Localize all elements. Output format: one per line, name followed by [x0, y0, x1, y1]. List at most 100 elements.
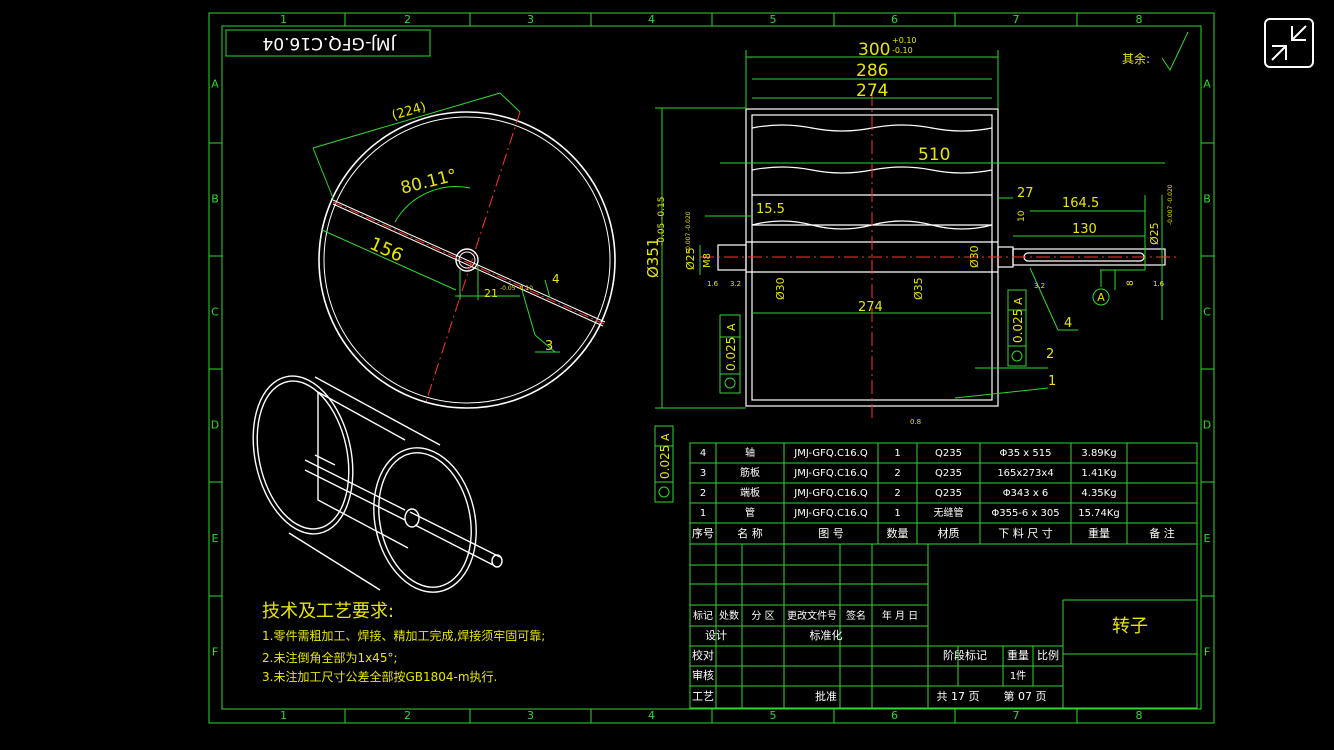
- roughness-08: 0.8: [910, 418, 921, 426]
- bom-cell-r1-c2: JMJ-GFQ.C16.Q: [793, 468, 868, 479]
- dia-25-left: Ø25: [684, 247, 697, 270]
- rev-header-0: 标记: [693, 610, 713, 622]
- runout-left-value: 0.025: [724, 337, 738, 371]
- grid-row-right-D: D: [1203, 419, 1211, 432]
- grid-row-right-A: A: [1203, 78, 1211, 91]
- tech-requirement-1: 1.零件需粗加工、焊接、精加工完成,焊接须牢固可靠;: [262, 628, 545, 643]
- grid-col-bottom-5: 5: [770, 709, 777, 722]
- tech-requirements-title: 技术及工艺要求:: [262, 601, 394, 622]
- balloon-4-end: 4: [552, 272, 560, 286]
- dia-30-right: Ø30: [968, 245, 981, 268]
- bom-cell-r0-c0: 4: [700, 448, 706, 459]
- bom-header-0: 序号: [692, 526, 714, 540]
- grid-row-left-C: C: [211, 306, 219, 319]
- grid-col-bottom-8: 8: [1136, 709, 1143, 722]
- bom-cell-r0-c4: Q235: [935, 448, 962, 459]
- roughness-32-right: 3.2: [1034, 282, 1045, 290]
- label-review: 审核: [692, 668, 714, 682]
- dia-351: Ø351: [644, 238, 662, 278]
- bom-cell-r2-c2: JMJ-GFQ.C16.Q: [793, 488, 868, 499]
- bom-header-6: 重量: [1088, 526, 1110, 540]
- roughness-16-left: 1.6: [707, 280, 719, 288]
- dim-15-5: 15.5: [756, 202, 785, 217]
- label-stage-mark: 阶段标记: [943, 648, 987, 662]
- bom-cell-r2-c5: Φ343 x 6: [1003, 488, 1049, 499]
- bom-cell-r2-c4: Q235: [935, 488, 962, 499]
- grid-col-bottom-7: 7: [1013, 709, 1020, 722]
- thread-m8: M8: [702, 253, 713, 268]
- dim-164-5: 164.5: [1062, 196, 1099, 211]
- grid-row-right-F: F: [1204, 646, 1210, 659]
- dia-30-left: Ø30: [774, 277, 787, 300]
- bom-cell-r1-c6: 1.41Kg: [1081, 468, 1116, 479]
- rev-header-2: 分 区: [751, 610, 774, 622]
- label-check: 校对: [692, 648, 714, 662]
- grid-row-right-C: C: [1203, 306, 1211, 319]
- bom-cell-r3-c5: Φ355-6 x 305: [991, 508, 1059, 519]
- balloon-1: 1: [1048, 374, 1056, 389]
- quantity-value: 1件: [1010, 670, 1026, 682]
- bom-cell-r3-c6: 15.74Kg: [1078, 508, 1120, 519]
- dim-300-tol-upper: +0.10: [892, 36, 917, 45]
- bom-cell-r3-c1: 管: [745, 506, 755, 519]
- bom-cell-r2-c1: 端板: [740, 486, 760, 499]
- grid-col-bottom-2: 2: [404, 709, 411, 722]
- isometric-view: [252, 375, 503, 593]
- dia-25-left-tol: -0.007 -0.020: [685, 211, 692, 252]
- dim-286: 286: [856, 61, 888, 81]
- drawing-frame: [208, 12, 1215, 724]
- label-scale: 比例: [1037, 648, 1059, 662]
- grid-col-top-3: 3: [527, 13, 534, 26]
- title-block: 标记处数分 区更改文件号签名年 月 日设计标准化校对审核工艺批准阶段标记重量比例…: [689, 543, 1198, 709]
- grid-col-top-6: 6: [891, 13, 898, 26]
- grid-row-right-E: E: [1204, 532, 1211, 545]
- bom-cell-r0-c6: 3.89Kg: [1081, 448, 1116, 459]
- grid-row-left-B: B: [211, 193, 219, 206]
- bom-cell-r1-c5: 165x273x4: [997, 468, 1053, 479]
- dim-27: 27: [1017, 186, 1034, 201]
- grid-row-right-B: B: [1203, 193, 1211, 206]
- bom-header-5: 下 料 尺 寸: [998, 526, 1053, 540]
- label-standardize: 标准化: [810, 628, 843, 642]
- bom-cell-r0-c1: 轴: [745, 446, 755, 459]
- drawing-number: JMJ-GFQ.C16.04: [262, 33, 396, 53]
- rev-header-5: 年 月 日: [882, 609, 918, 622]
- label-process: 工艺: [692, 690, 714, 703]
- grid-col-bottom-6: 6: [891, 709, 898, 722]
- bom-header-7: 备 注: [1149, 526, 1175, 540]
- dim-21: 21: [484, 287, 498, 300]
- grid-row-left-F: F: [212, 646, 218, 659]
- grid-col-bottom-3: 3: [527, 709, 534, 722]
- grid-col-top-8: 8: [1136, 13, 1143, 26]
- rev-header-1: 处数: [719, 609, 739, 622]
- bom-cell-r0-c2: JMJ-GFQ.C16.Q: [793, 448, 868, 459]
- grid-row-left-E: E: [212, 532, 219, 545]
- grid-col-top-2: 2: [404, 13, 411, 26]
- sheet-number: 第 07 页: [1004, 689, 1047, 703]
- dia-25-right: Ø25: [1148, 222, 1161, 245]
- runout-bottom-datum: A: [659, 433, 672, 441]
- roughness-note: 其余:: [1122, 51, 1150, 66]
- roughness-16-right: 1.6: [1153, 280, 1165, 288]
- tech-requirements: 技术及工艺要求: 1.零件需粗加工、焊接、精加工完成,焊接须牢固可靠; 2.未注…: [262, 601, 545, 684]
- tech-requirement-2: 2.未注倒角全部为1x45°;: [262, 650, 398, 665]
- exit-fullscreen-button[interactable]: [1264, 18, 1314, 68]
- runout-left-datum: A: [725, 323, 738, 331]
- dia-25-right-tol: -0.007 -0.020: [1167, 184, 1174, 225]
- dim-274-bottom: 274: [858, 300, 883, 315]
- tech-requirement-3: 3.未注加工尺寸公差全部按GB1804-m执行.: [262, 669, 497, 684]
- grid-col-top-7: 7: [1013, 13, 1020, 26]
- bom-cell-r1-c0: 3: [700, 468, 706, 479]
- dim-8-keyway: 8: [1126, 280, 1136, 286]
- dim-274-top: 274: [856, 81, 888, 101]
- grid-col-top-4: 4: [648, 13, 655, 26]
- bom-header-2: 图 号: [818, 527, 844, 540]
- bom-cell-r0-c3: 1: [894, 448, 900, 459]
- bom-header-4: 材质: [938, 526, 960, 540]
- grid-row-left-A: A: [211, 78, 219, 91]
- label-weight: 重量: [1007, 648, 1029, 662]
- roughness-32-left: 3.2: [730, 280, 741, 288]
- bom-header-1: 名 称: [737, 526, 763, 540]
